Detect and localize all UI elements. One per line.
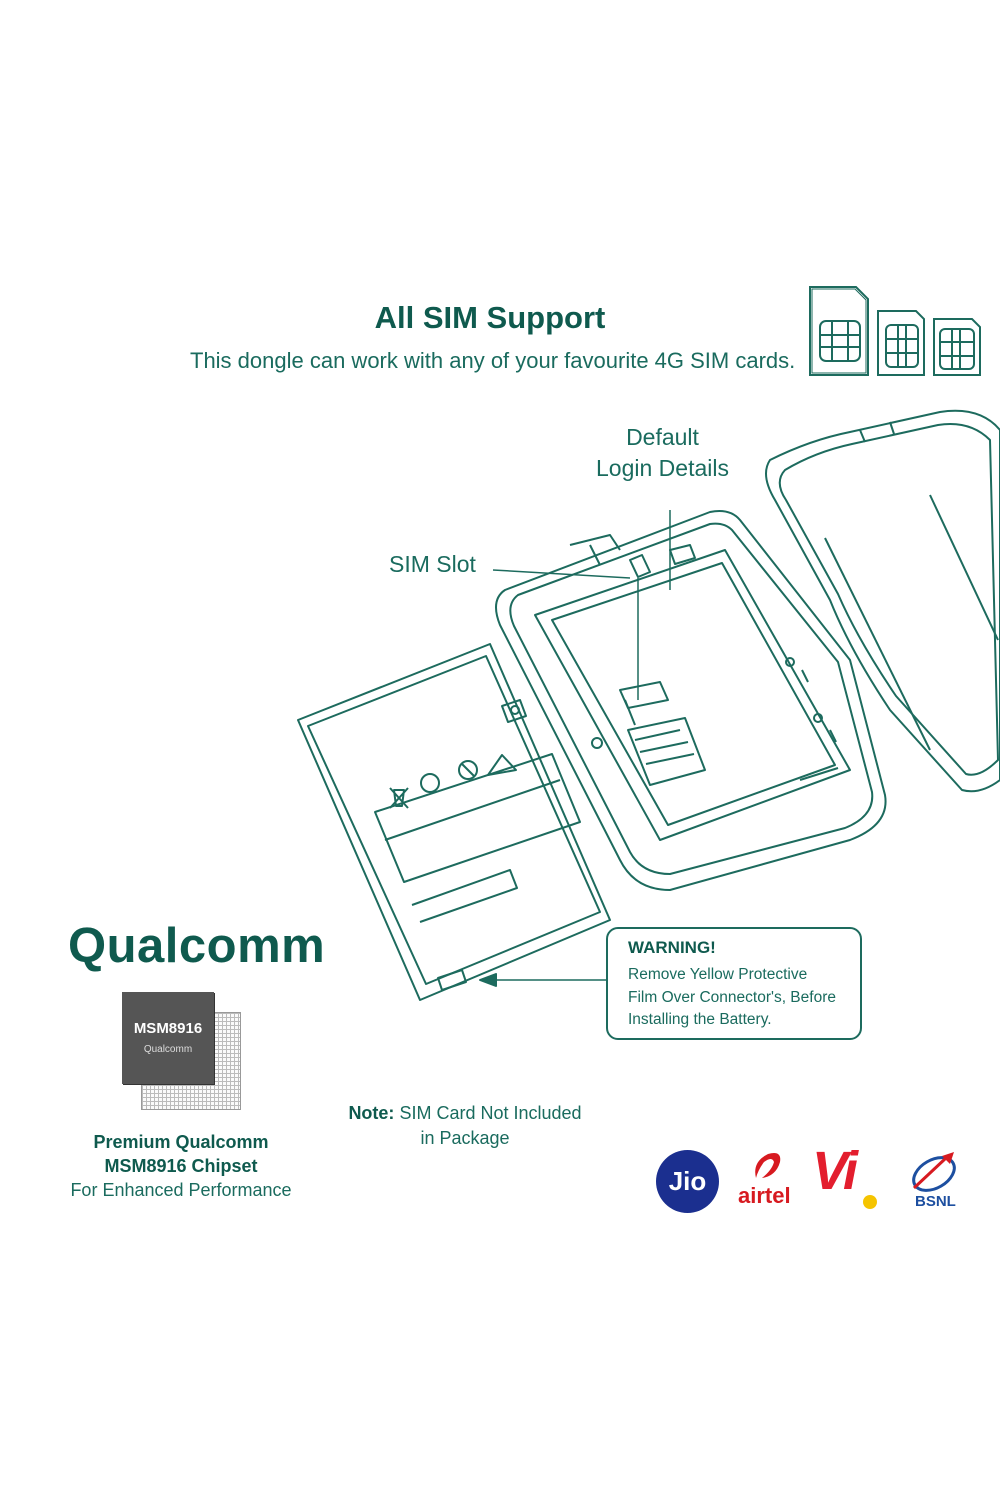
battery: [297, 643, 611, 1001]
chip-model: MSM8916: [133, 1020, 203, 1037]
chipset-caption-line: For Enhanced Performance: [70, 1180, 292, 1200]
note-line2: in Package: [420, 1128, 510, 1148]
bsnl-logo: BSNL: [915, 1193, 956, 1210]
chip-icon: MSM8916 Qualcomm: [122, 992, 214, 1084]
sim-cards-icon: [809, 286, 981, 376]
note-text: Note: SIM Card Not Included in Package: [330, 1101, 600, 1151]
page-title: All SIM Support: [374, 300, 606, 335]
default-label-line1: Default: [626, 424, 699, 450]
chipset-caption-line: Premium Qualcomm: [93, 1132, 269, 1152]
qualcomm-logo: Qualcomm: [68, 919, 326, 973]
airtel-swirl-icon: [755, 1153, 781, 1178]
back-cover: [765, 409, 1000, 793]
note-label: Note:: [348, 1103, 395, 1123]
vi-dot-icon: [863, 1195, 877, 1209]
note-line1: SIM Card Not Included: [399, 1103, 582, 1123]
default-label-line2: Login Details: [596, 455, 729, 481]
chipset-caption: Premium Qualcomm MSM8916 Chipset For Enh…: [50, 1130, 312, 1202]
chipset-caption-line: MSM8916 Chipset: [104, 1156, 258, 1176]
jio-logo: Jio: [656, 1150, 719, 1213]
page-subtitle: This dongle can work with any of your fa…: [190, 348, 796, 373]
default-login-details-label: Default Login Details: [580, 422, 745, 484]
warning-line: Installing the Battery.: [628, 1011, 772, 1028]
sim-slot-label: SIM Slot: [389, 551, 476, 577]
chip-brand: Qualcomm: [143, 1044, 193, 1055]
device-diagram: [297, 409, 1000, 1001]
warning-box: WARNING! Remove Yellow Protective Film O…: [606, 927, 862, 1040]
vi-logo: Vi: [812, 1141, 858, 1201]
warning-line: Remove Yellow Protective: [628, 966, 808, 983]
warning-line: Film Over Connector's, Before: [628, 988, 836, 1006]
device-body: [492, 510, 887, 891]
warning-title: WARNING!: [628, 938, 716, 957]
bsnl-emblem-icon: [912, 1152, 956, 1192]
airtel-logo: airtel: [738, 1183, 791, 1208]
